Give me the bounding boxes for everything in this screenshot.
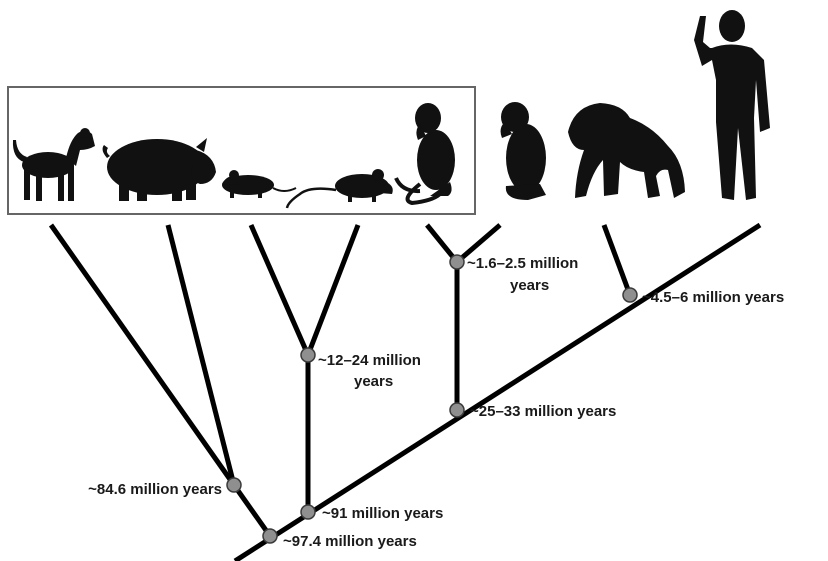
small-monkey-silhouette-icon xyxy=(501,102,546,200)
label-4-5: ~4.5–6 million years xyxy=(642,289,784,306)
rat-silhouette-icon xyxy=(287,169,393,208)
label-25-33: ~25–33 million years xyxy=(470,403,616,420)
node-1-6 xyxy=(450,255,464,269)
macaque-silhouette-icon xyxy=(396,103,455,203)
node-4-5 xyxy=(623,288,637,302)
label-84-6: ~84.6 million years xyxy=(88,481,222,498)
branch-pig xyxy=(168,225,234,485)
label-12-24-line1: ~12–24 million xyxy=(318,352,421,369)
node-25-33 xyxy=(450,403,464,417)
label-97-4: ~97.4 million years xyxy=(283,533,417,550)
branch-dog xyxy=(51,225,234,485)
label-12-24-line2: years xyxy=(354,373,393,390)
node-97-4 xyxy=(263,529,277,543)
branch-mouse xyxy=(251,225,308,355)
branch-chimp xyxy=(604,225,630,295)
dog-silhouette-icon xyxy=(13,128,95,201)
node-91 xyxy=(301,505,315,519)
human-silhouette-icon xyxy=(694,10,770,200)
label-1-6-line1: ~1.6–2.5 million xyxy=(467,255,578,272)
branch-dogpig-stem xyxy=(234,485,270,536)
node-12-24 xyxy=(301,348,315,362)
label-1-6-line2: years xyxy=(510,277,549,294)
chimpanzee-silhouette-icon xyxy=(568,103,685,198)
pig-silhouette-icon xyxy=(103,138,216,201)
label-91: ~91 million years xyxy=(322,505,443,522)
branch-rat xyxy=(308,225,358,355)
mouse-silhouette-icon xyxy=(222,170,296,198)
node-84-6 xyxy=(227,478,241,492)
